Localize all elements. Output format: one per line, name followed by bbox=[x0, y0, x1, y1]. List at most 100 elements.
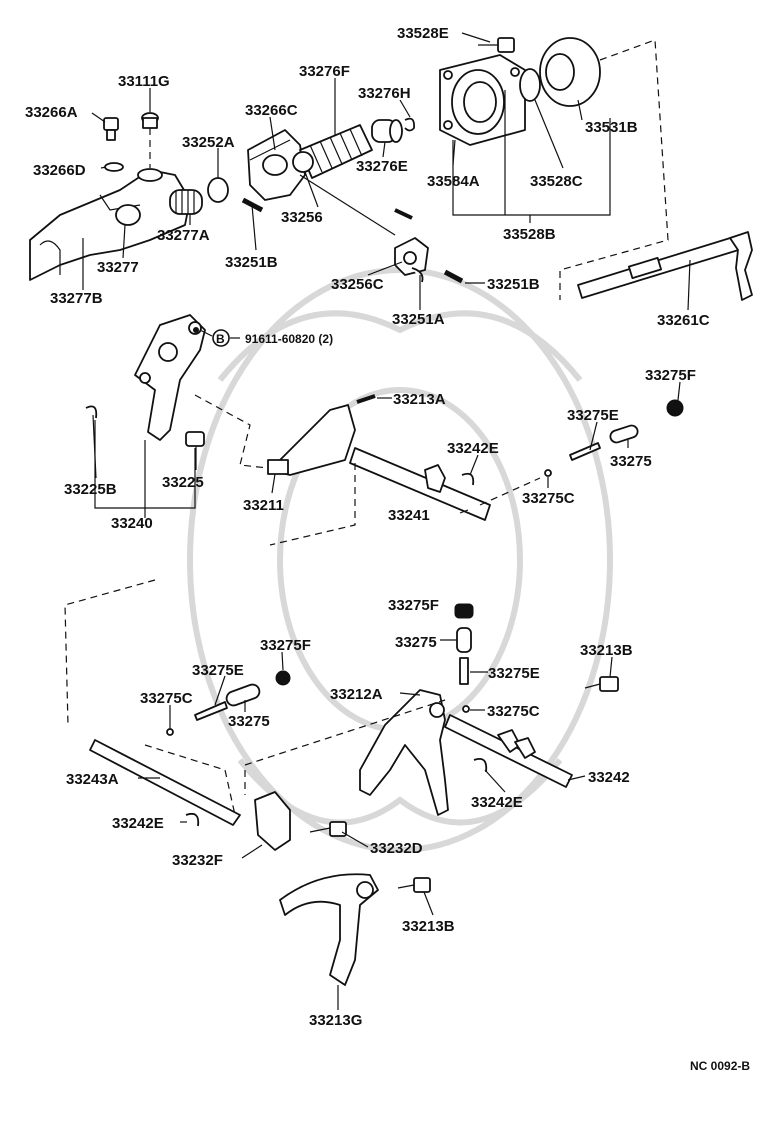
label-33213b-a: 33213B bbox=[580, 642, 633, 659]
label-33277: 33277 bbox=[97, 259, 139, 276]
label-33528c: 33528C bbox=[530, 173, 583, 190]
bracket-33232f bbox=[254, 791, 291, 851]
label-33275e-a: 33275E bbox=[567, 407, 619, 424]
label-33232f: 33232F bbox=[172, 852, 223, 869]
pin-33251b-b bbox=[443, 269, 464, 284]
shaft-33261c bbox=[577, 231, 753, 301]
label-33232d: 33232D bbox=[370, 840, 423, 857]
sleeve-33276e bbox=[371, 119, 403, 143]
label-33275f-c: 33275F bbox=[260, 637, 311, 654]
label-33225: 33225 bbox=[162, 474, 204, 491]
label-33275c-a: 33275C bbox=[522, 490, 575, 507]
footer-code: NC 0092-B bbox=[690, 1059, 750, 1073]
label-33531b: 33531B bbox=[585, 119, 638, 136]
plug-33275f-a bbox=[666, 399, 684, 417]
cover-plate-33584a bbox=[439, 54, 526, 146]
boot-33531b bbox=[539, 37, 601, 107]
collar-33256 bbox=[292, 151, 314, 173]
label-91611-60820: 91611-60820 (2) bbox=[245, 332, 333, 346]
label-33275-b: 33275 bbox=[395, 634, 437, 651]
label-33275e-b: 33275E bbox=[192, 662, 244, 679]
clip-33242e-c bbox=[185, 812, 200, 827]
clip-33242e-a bbox=[461, 472, 475, 486]
label-33251b-b: 33251B bbox=[487, 276, 540, 293]
bolt-33266a bbox=[103, 117, 119, 141]
shaft-33242 bbox=[444, 714, 573, 788]
label-33528e-top: 33528E bbox=[397, 25, 449, 42]
bolt-reference: B 91611-60820 (2) bbox=[212, 329, 333, 347]
pin-33213a bbox=[356, 394, 376, 404]
label-33266d: 33266D bbox=[33, 162, 86, 179]
label-33252a: 33252A bbox=[182, 134, 235, 151]
fork-33212a bbox=[359, 689, 449, 816]
label-33276h: 33276H bbox=[358, 85, 411, 102]
label-33242e-b: 33242E bbox=[471, 794, 523, 811]
spring-33275e-c bbox=[459, 657, 469, 685]
label-33213g: 33213G bbox=[309, 1012, 362, 1029]
label-33277a: 33277A bbox=[157, 227, 210, 244]
clip-33225b bbox=[85, 405, 98, 419]
plunger-33275-c bbox=[225, 683, 261, 707]
lever-33240 bbox=[134, 314, 206, 441]
bolt-badge-letter: B bbox=[216, 332, 225, 346]
ring-33252a bbox=[207, 177, 229, 203]
label-33240: 33240 bbox=[111, 515, 153, 532]
plunger-33275-b bbox=[456, 627, 472, 653]
label-33256: 33256 bbox=[281, 209, 323, 226]
label-33276e: 33276E bbox=[356, 158, 408, 175]
shift-head-33211 bbox=[267, 404, 356, 476]
label-33266c: 33266C bbox=[245, 102, 298, 119]
label-33225b: 33225B bbox=[64, 481, 117, 498]
label-33241: 33241 bbox=[388, 507, 430, 524]
label-33213a: 33213A bbox=[393, 391, 446, 408]
label-33275c-b: 33275C bbox=[140, 690, 193, 707]
label-33213b-b: 33213B bbox=[402, 918, 455, 935]
label-33211: 33211 bbox=[243, 497, 284, 514]
washer-33266d bbox=[104, 162, 124, 172]
bolt-badge-circle bbox=[212, 329, 230, 347]
label-33275e-c: 33275E bbox=[488, 665, 540, 682]
bolt-33528e bbox=[478, 37, 515, 53]
bolt-33213b-b bbox=[397, 877, 431, 893]
label-33242e-c: 33242E bbox=[112, 815, 164, 832]
label-33266a: 33266A bbox=[25, 104, 78, 121]
plug-33275f-b bbox=[454, 603, 474, 619]
selector-housing-33266c bbox=[247, 129, 306, 201]
pin-33225 bbox=[185, 431, 205, 447]
label-33243a: 33243A bbox=[66, 771, 119, 788]
label-33242: 33242 bbox=[588, 769, 630, 786]
label-33276f: 33276F bbox=[299, 63, 350, 80]
label-33528b: 33528B bbox=[503, 226, 556, 243]
label-33242e-a: 33242E bbox=[447, 440, 499, 457]
label-33584a: 33584A bbox=[427, 173, 480, 190]
plug-33275f-c bbox=[275, 670, 291, 686]
spring-33277a bbox=[169, 189, 203, 215]
bolt-33213b-a bbox=[584, 676, 619, 692]
leader-lines bbox=[82, 32, 691, 1010]
plunger-33275-a bbox=[609, 424, 639, 444]
plug-33111g bbox=[141, 112, 159, 129]
label-33275-c: 33275 bbox=[228, 713, 270, 730]
label-33256c: 33256C bbox=[331, 276, 384, 293]
label-33251a: 33251A bbox=[392, 311, 445, 328]
label-33261c: 33261C bbox=[657, 312, 710, 329]
part-labels: 33528E 33111G 33276F 33266A 33266C 33276… bbox=[25, 25, 750, 1073]
label-33111g: 33111G bbox=[118, 73, 170, 90]
seal-33528c bbox=[519, 68, 541, 102]
ball-33275c-c bbox=[462, 705, 470, 713]
fork-33213g bbox=[279, 873, 379, 986]
collar-33256c bbox=[394, 237, 429, 276]
label-33251b-a: 33251B bbox=[225, 254, 278, 271]
shaft-33243a bbox=[89, 739, 241, 826]
label-33275-a: 33275 bbox=[610, 453, 652, 470]
clip-33242e-b bbox=[473, 757, 488, 773]
spring-33275e-b bbox=[194, 701, 228, 721]
label-33275c-c: 33275C bbox=[487, 703, 540, 720]
clip-33276h bbox=[404, 117, 415, 132]
label-33275f-a: 33275F bbox=[645, 367, 696, 384]
ball-33275c-b bbox=[166, 728, 174, 736]
spring-33275e-a bbox=[569, 442, 601, 461]
case-housing bbox=[29, 168, 191, 281]
label-33277b: 33277B bbox=[50, 290, 103, 307]
